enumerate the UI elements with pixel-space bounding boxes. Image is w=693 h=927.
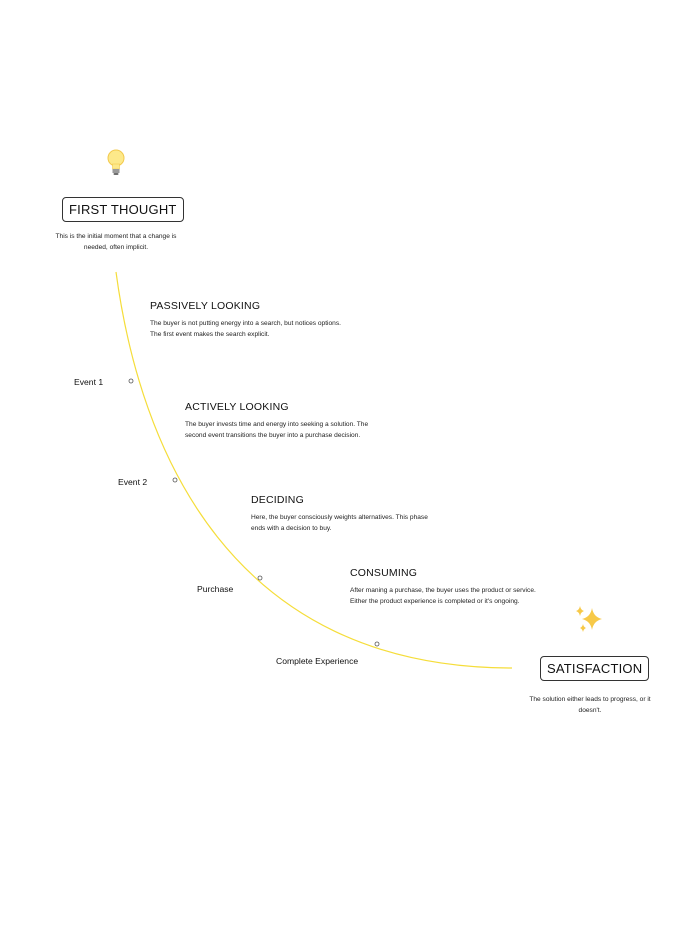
phase-actively-looking-description: The buyer invests time and energy into s… — [185, 421, 369, 439]
phase-actively-looking-title: ACTIVELY LOOKING — [185, 401, 289, 413]
phase-consuming-title: CONSUMING — [350, 567, 418, 579]
event-2-label: Event 2 — [118, 477, 148, 487]
satisfaction-description: The solution either leads to progress, o… — [529, 696, 651, 714]
event-marker-1 — [128, 378, 134, 384]
timeline-path — [115, 271, 513, 669]
phase-passively-looking-description: The buyer is not putting energy into a s… — [150, 320, 341, 338]
phase-consuming-description: After maning a purchase, the buyer uses … — [350, 587, 536, 605]
satisfaction-box: SATISFACTION — [540, 656, 650, 681]
lightbulb-icon — [106, 148, 126, 178]
event-marker-complete — [374, 641, 380, 647]
phase-deciding-description: Here, the buyer consciously weights alte… — [251, 514, 428, 532]
satisfaction-title: SATISFACTION — [547, 661, 643, 676]
phase-deciding-title: DECIDING — [251, 494, 304, 506]
first-thought-description: This is the initial moment that a change… — [55, 233, 177, 251]
first-thought-box: FIRST THOUGHT — [62, 197, 184, 222]
first-thought-title: FIRST THOUGHT — [69, 202, 177, 217]
event-purchase-label: Purchase — [197, 584, 234, 594]
event-complete-experience-label: Complete Experience — [276, 656, 359, 666]
phase-passively-looking-title: PASSIVELY LOOKING — [150, 300, 261, 312]
sparkles-icon — [574, 604, 606, 634]
event-marker-2 — [172, 477, 178, 483]
event-marker-purchase — [257, 575, 263, 581]
event-1-label: Event 1 — [74, 377, 104, 387]
